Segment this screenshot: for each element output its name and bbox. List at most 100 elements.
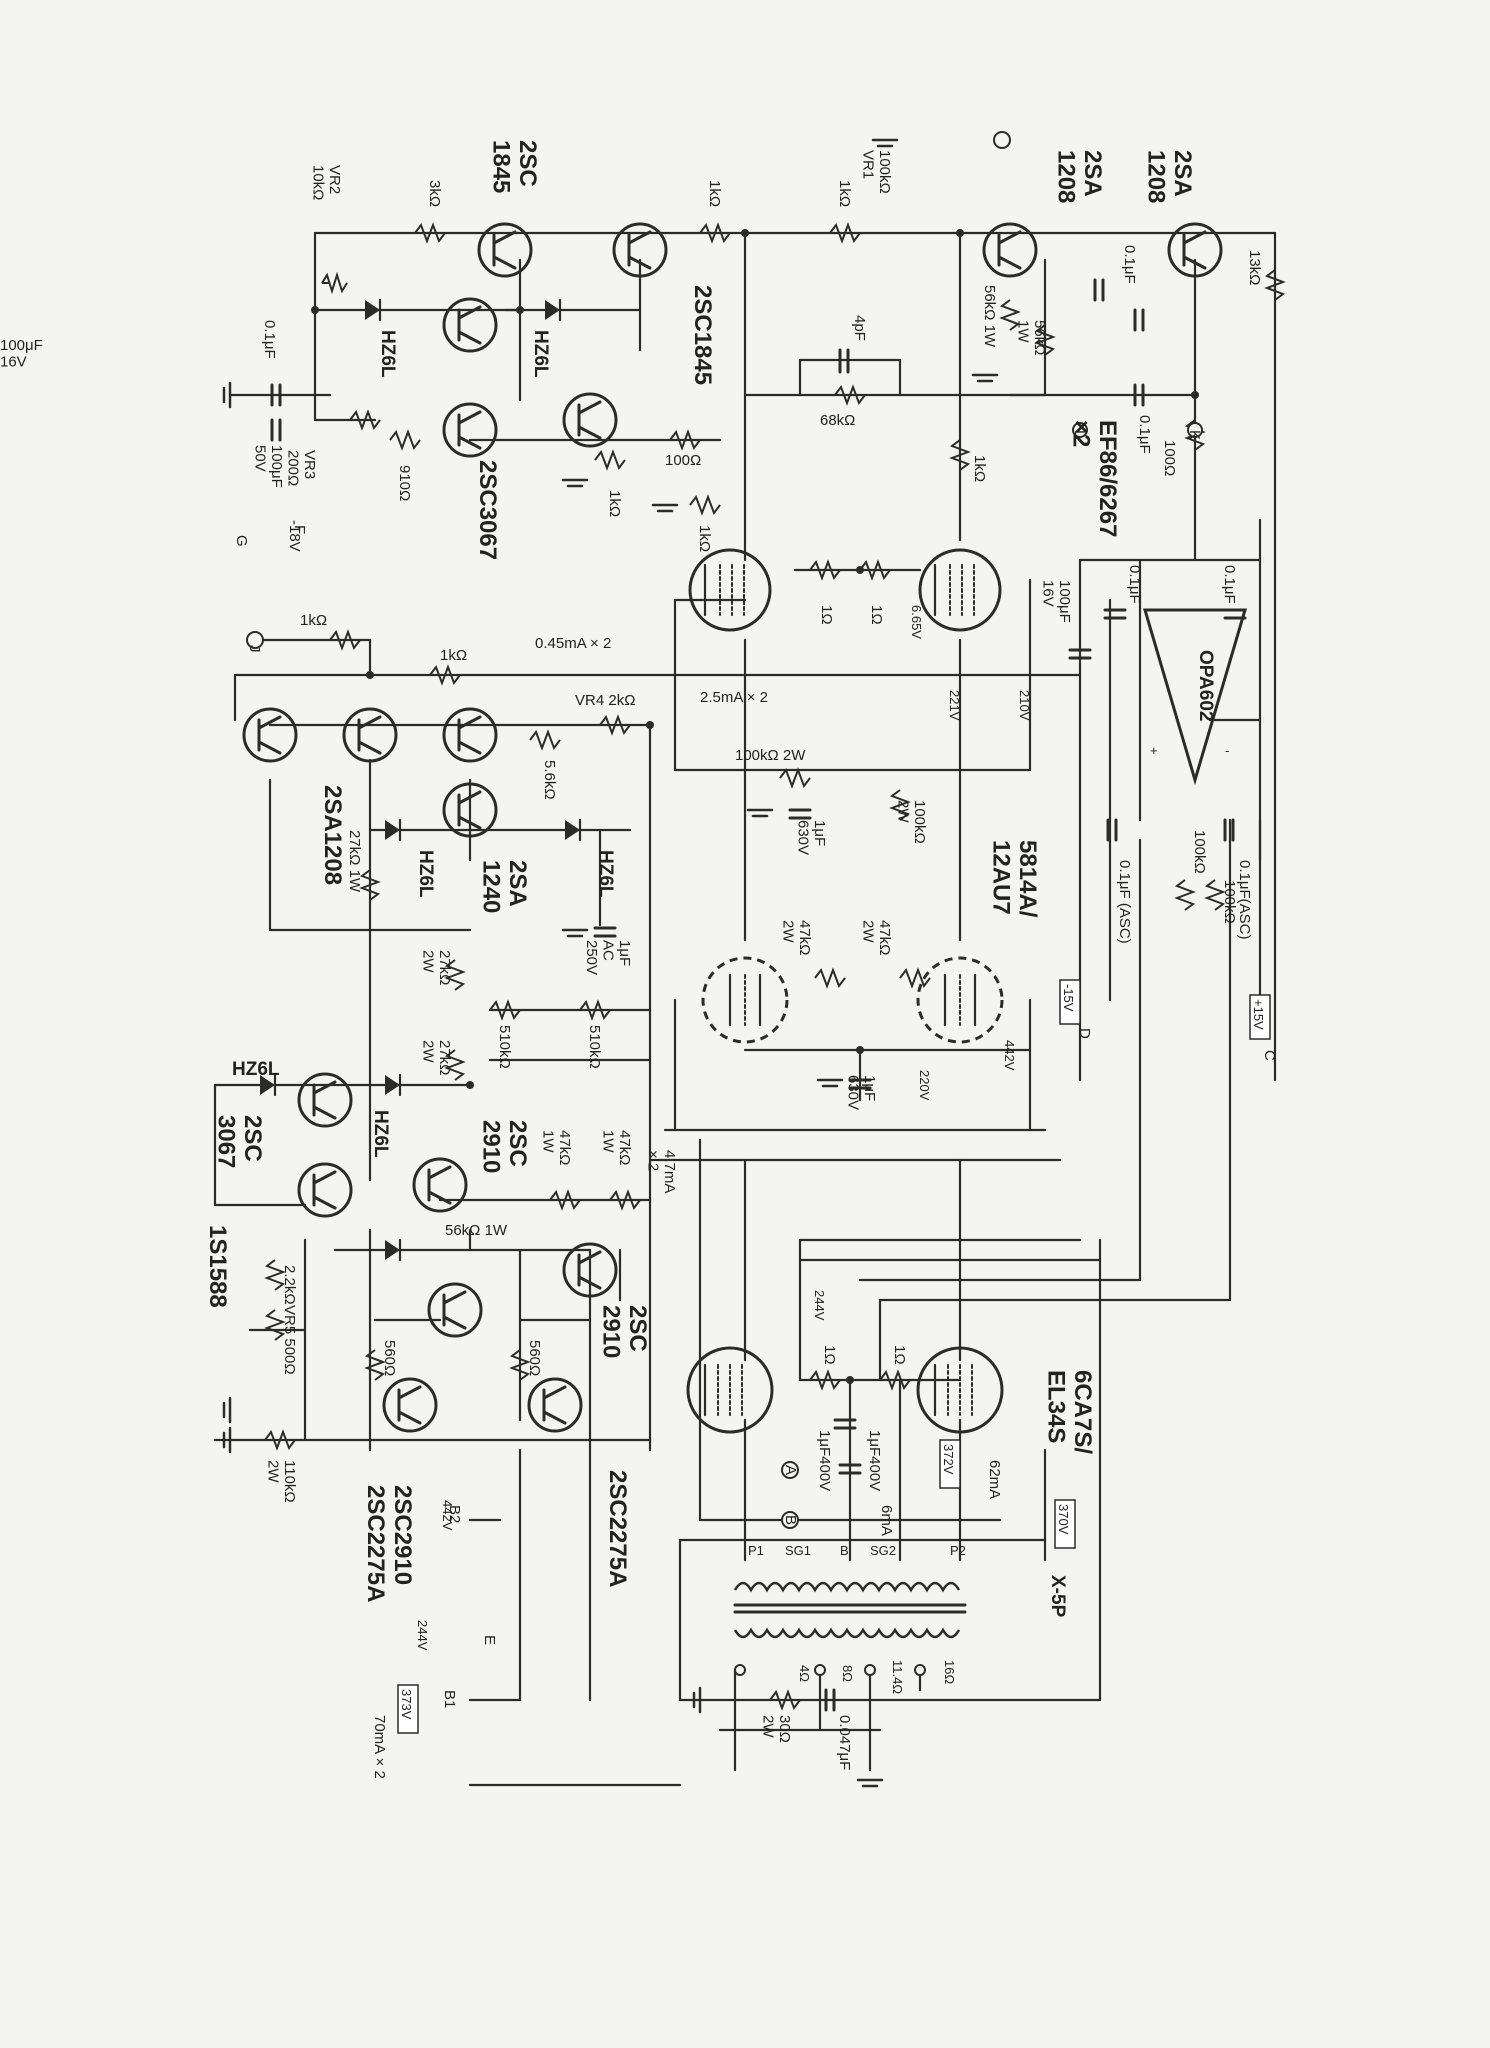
terminals [246, 131, 1203, 1676]
label-c0047: 0.047μF [836, 1715, 853, 1770]
q-2sa1240-b [442, 782, 498, 838]
labels: 2SC1845 2SA1208 2SA1208 2SC1845 2SC3067 … [0, 140, 1278, 1779]
label-r1k-d: 1kΩ [696, 525, 713, 552]
label-2sc1845-mid: 2SC1845 [689, 285, 716, 385]
tube-5814a-b [916, 956, 1004, 1044]
label-r560-b: 560Ω [526, 1340, 543, 1376]
q-2sc3067-top-b [442, 402, 498, 458]
label-r510k-a: 510kΩ [496, 1025, 513, 1069]
term-E: E [481, 1635, 498, 1645]
q-2sc3067-low-a [297, 1072, 353, 1128]
label-r56k-a: 56kΩ 1W [981, 285, 998, 348]
output-transformer [733, 1581, 967, 1639]
tap-sg1: SG1 [785, 1543, 811, 1558]
label-2sa1208-a: 2SA1208 [1053, 150, 1106, 203]
label-2sa1208-b: 2SA1208 [1143, 150, 1196, 203]
tube-el34-a [686, 1346, 774, 1434]
label-r560-a: 560Ω [381, 1340, 398, 1376]
ground-symbols [222, 138, 999, 1788]
label-r100k-a: 100kΩ [1191, 830, 1208, 874]
label-hz6l-3: HZ6L [415, 850, 436, 898]
label-2sc3067-low: 2SC3067 [213, 1115, 266, 1168]
label-r100-a: 100Ω [665, 452, 701, 469]
tap-4ohm: 4Ω [797, 1665, 812, 1682]
term-D: D [1076, 1028, 1093, 1039]
box-v370: 370V [1054, 1499, 1076, 1549]
diode-hz6l-6 [385, 1073, 402, 1097]
q-2sc2275a-b [527, 1377, 583, 1433]
diode-hz6l-1 [365, 298, 382, 322]
label-c01-c: 0.1μF [1136, 415, 1153, 454]
term-J: J [246, 645, 263, 653]
label-i25: 2.5mA × 2 [700, 689, 768, 706]
label-r13k: 13kΩ [1246, 250, 1263, 285]
label-r27k-2w-b: 27kΩ2W [420, 1040, 454, 1075]
q-2sc1845-b [612, 222, 668, 278]
box-vp15: +15V [1249, 994, 1271, 1040]
label-2sc2275a-b: 2SC2275A [604, 1470, 631, 1587]
capacitors [270, 278, 1247, 1712]
label-i47: 4.7mA× 2 [645, 1150, 679, 1193]
q-2sc1845-top [477, 222, 533, 278]
box-vm15: -15V [1059, 979, 1081, 1025]
label-5814a: 5814A/12AU7 [988, 840, 1041, 918]
label-r27k-2w-a: 27kΩ2W [420, 950, 454, 985]
term-B: B [782, 1515, 799, 1525]
diodes [260, 298, 582, 1262]
tap-11ohm: 11.4Ω [890, 1660, 905, 1694]
label-c1u-400-b: 1μF400V [866, 1430, 883, 1491]
label-c01-a: 0.1μF [261, 320, 278, 359]
label-c1u-400-a: 1μF400V [816, 1430, 833, 1491]
label-r30: 30Ω2W [760, 1715, 794, 1743]
tap-p2: P2 [950, 1543, 966, 1558]
q-2sc2910-a [412, 1157, 468, 1213]
label-r47k-2w-a: 47kΩ2W [780, 920, 814, 955]
tube-el34-b [916, 1346, 1004, 1434]
q-2sc2910-b [562, 1242, 618, 1298]
term-C: C [1261, 1050, 1278, 1061]
svg-text:372V: 372V [941, 1444, 956, 1475]
tap-p1: P1 [748, 1543, 764, 1558]
label-r1k-g: 1kΩ [440, 647, 467, 664]
q-2sc3067-top-a [442, 297, 498, 353]
tube-ef86-a [688, 548, 772, 632]
label-r1k-b: 1kΩ [836, 180, 853, 207]
label-2sa1208-pair: 2SA1208 [319, 785, 346, 885]
label-6ca7s: 6CA7S/EL34S [1043, 1370, 1096, 1454]
svg-text:373V: 373V [399, 1689, 414, 1720]
label-r100k-2w-b: 100kΩ2W [895, 800, 929, 844]
term-F: F [291, 525, 308, 534]
label-c01-e: 0.1μF [1221, 565, 1238, 604]
label-2sc2910-b: 2SC2910 [598, 1305, 651, 1358]
label-hz6l-4: HZ6L [595, 850, 616, 898]
label-v221: 221V [947, 690, 962, 721]
tube-5814a-a [701, 956, 789, 1044]
tap-16ohm: 16Ω [942, 1660, 957, 1684]
label-c01-b: 0.1μF [1121, 245, 1138, 284]
resistors [264, 222, 1286, 1711]
label-v665: 6.65V [909, 605, 924, 639]
label-r47k-1w-b: 47kΩ1W [600, 1130, 634, 1165]
label-c1u-ac: 1μFAC250V [583, 940, 633, 975]
label-r100k-b: 100kΩ [1221, 880, 1238, 924]
label-r1ohm-a: 1Ω [818, 605, 835, 625]
label-r1k-c: 1kΩ [606, 490, 623, 517]
label-r47k-1w-a: 47kΩ1W [540, 1130, 574, 1165]
label-c1u-630-b: 1μF630V [845, 1075, 879, 1110]
label-c100u-16v-b: 100μF16V [1040, 580, 1074, 623]
label-c4p: 4pF [851, 315, 868, 341]
label-vr3: VR3200Ω [285, 450, 319, 486]
label-r910: 910Ω [396, 465, 413, 501]
label-v442a: 442V [1002, 1040, 1017, 1071]
label-hz6l-5: HZ6L [232, 1059, 280, 1080]
label-c01-asc-b: 0.1μF(ASC) [1236, 860, 1253, 940]
opamp-opa602: + - [1142, 608, 1248, 786]
label-2sc1845-top: 2SC1845 [488, 140, 541, 193]
q-2sa1208-a [982, 222, 1038, 278]
diode-hz6l-4 [565, 818, 582, 842]
svg-text:-15V: -15V [1061, 984, 1076, 1012]
label-vr1: 100kΩVR1 [860, 150, 894, 194]
label-r100-b: 100Ω [1161, 440, 1178, 476]
